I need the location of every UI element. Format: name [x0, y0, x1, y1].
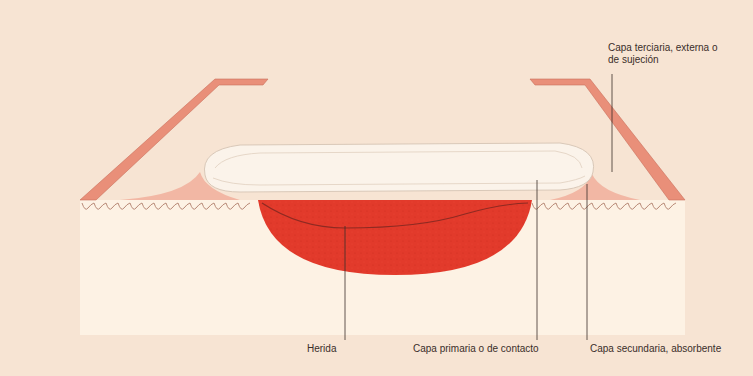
pad-fold-line	[213, 176, 585, 185]
leader-line	[345, 226, 346, 340]
pad-fold-line	[215, 151, 582, 168]
epidermis-line	[82, 203, 250, 209]
epidermis-line	[532, 203, 676, 209]
wound-texture	[258, 200, 532, 275]
absorbent-pad	[204, 143, 593, 192]
leader-line	[537, 180, 538, 340]
skin-block	[80, 200, 685, 335]
wound-bed-line	[262, 203, 528, 228]
label-tertiary-layer: Capa terciaria, externa o de sujeción	[608, 42, 720, 66]
leader-line	[587, 184, 588, 340]
wound	[258, 200, 532, 275]
label-primary-layer: Capa primaria o de contacto	[413, 343, 539, 355]
leader-line	[612, 74, 613, 172]
label-secondary-layer: Capa secundaria, absorbente	[590, 343, 721, 355]
label-wound: Herida	[307, 343, 336, 355]
